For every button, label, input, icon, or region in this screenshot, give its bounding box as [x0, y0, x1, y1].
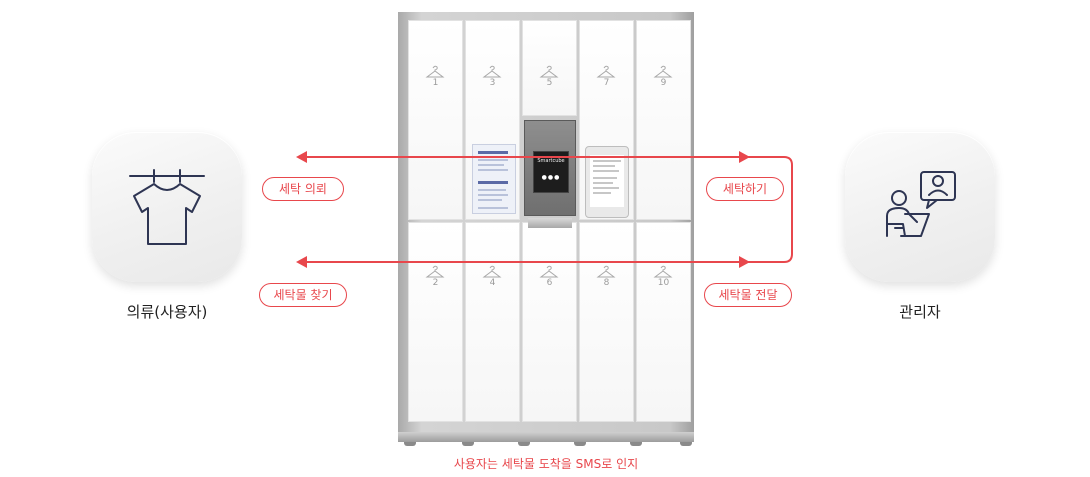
locker-door: 5 [522, 20, 577, 116]
arrowhead-find [296, 256, 307, 268]
door-number: 10 [657, 278, 670, 288]
door-number: 2 [432, 278, 439, 288]
admin-icon-tile [845, 132, 995, 282]
door-number: 8 [603, 278, 610, 288]
admin-person-icon [886, 171, 956, 237]
hanger-icon [425, 64, 445, 83]
arrowhead-wash [739, 151, 750, 163]
hanger-icon [653, 264, 673, 283]
locker-base [398, 432, 694, 442]
usage-notice-panel [472, 144, 516, 214]
deliver-laundry-label: 세탁물 전달 [704, 283, 792, 307]
locker-door: 1 [408, 20, 463, 220]
find-laundry-label: 세탁물 찾기 [259, 283, 347, 307]
door-number: 7 [603, 78, 610, 88]
hanger-icon [539, 64, 559, 83]
request-laundry-label: 세탁 의뢰 [262, 177, 344, 201]
kiosk-brand: Smartcube [537, 158, 565, 164]
locker-foot [630, 442, 642, 446]
flow-arrow-top [304, 156, 793, 263]
locker-slot [528, 218, 572, 228]
door-number: 3 [489, 78, 496, 88]
door-number: 6 [546, 278, 553, 288]
locker-door: 4 [465, 222, 520, 422]
locker-door: 6 [522, 222, 577, 422]
locker-foot [462, 442, 474, 446]
hanger-icon [482, 64, 502, 83]
hanger-icon [596, 64, 616, 83]
locker-foot [404, 442, 416, 446]
locker-foot [680, 442, 692, 446]
door-number: 9 [660, 78, 667, 88]
door-number: 5 [546, 78, 553, 88]
door-number: 1 [432, 78, 439, 88]
hanger-icon [653, 64, 673, 83]
hanger-icon [425, 264, 445, 283]
locker-door: 9 [636, 20, 691, 220]
hanger-icon [482, 264, 502, 283]
sms-caption: 사용자는 세탁물 도착을 SMS로 인지 [453, 457, 639, 471]
locker-foot [574, 442, 586, 446]
arrowhead-deliver [739, 256, 750, 268]
admin-role-label: 관리자 [899, 303, 941, 321]
user-role-label: 의류(사용자) [126, 303, 208, 321]
arrowhead-request [296, 151, 307, 163]
hanger-icon [596, 264, 616, 283]
locker-door: 2 [408, 222, 463, 422]
locker-door: 10 [636, 222, 691, 422]
wash-label: 세탁하기 [706, 177, 784, 201]
locker-door: 8 [579, 222, 634, 422]
kiosk-dots: ●●● [541, 174, 561, 181]
hanger-icon [539, 264, 559, 283]
door-number: 4 [489, 278, 496, 288]
tshirt-hanger-icon [129, 169, 205, 245]
locker-foot [518, 442, 530, 446]
user-icon-tile [92, 132, 242, 282]
